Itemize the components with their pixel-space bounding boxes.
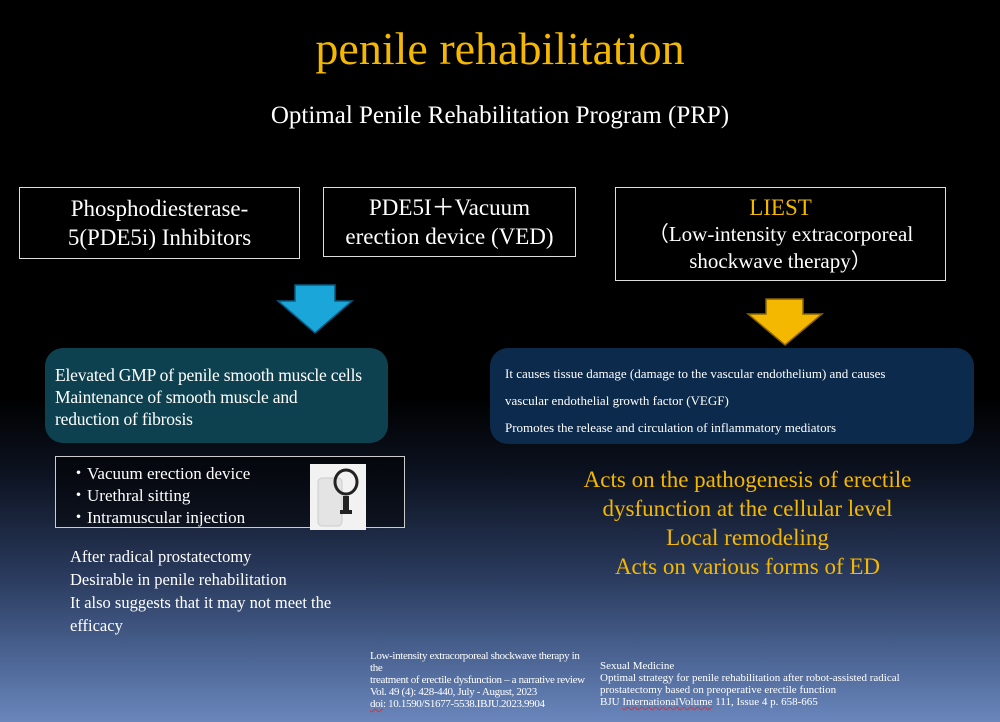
ref-part: InternationalVolume	[622, 696, 713, 708]
box-line: Phosphodiesterase-	[70, 196, 249, 221]
liest-actions: Acts on the pathogenesis of erectile dys…	[520, 465, 975, 581]
liest-name: LIEST	[749, 194, 812, 220]
ref-line: Optimal strategy for penile rehabilitati…	[600, 672, 900, 684]
pde5i-box: Phosphodiesterase- 5(PDE5i) Inhibitors	[19, 187, 300, 259]
panel-line: Maintenance of smooth muscle and	[55, 387, 298, 407]
panel-line: It causes tissue damage (damage to the v…	[505, 366, 886, 381]
arrow-down-icon	[745, 298, 825, 346]
arrow-down-icon	[275, 284, 355, 334]
pde5i-effects-panel: Elevated GMP of penile smooth muscle cel…	[45, 348, 388, 443]
reference-right: Sexual Medicine Optimal strategy for pen…	[600, 660, 990, 708]
liest-box: LIEST （Low-intensity extracorporeal shoc…	[615, 187, 946, 281]
box-line: 5(PDE5i) Inhibitors	[67, 225, 252, 250]
box-line: PDE5I＋Vacuum	[369, 195, 530, 220]
note-line: efficacy	[70, 616, 123, 635]
note-line: After radical prostatectomy	[70, 547, 252, 566]
doi-label: doi	[370, 698, 384, 710]
ref-line: Sexual Medicine	[600, 660, 675, 672]
box-line: （Low-intensity extracorporeal	[647, 221, 914, 246]
list-item: ・Intramuscular injection	[70, 508, 246, 527]
ref-line: Low-intensity extracorporeal shockwave t…	[370, 650, 580, 674]
note-line: Desirable in penile rehabilitation	[70, 570, 287, 589]
ref-line: BJU InternationalVolume 111, Issue 4 p. …	[600, 696, 990, 708]
ref-line: treatment of erectile dysfunction – a na…	[370, 674, 585, 686]
action-line: Acts on the pathogenesis of erectile	[583, 467, 912, 492]
slide-subtitle: Optimal Penile Rehabilitation Program (P…	[270, 102, 730, 129]
reference-left: Low-intensity extracorporeal shockwave t…	[370, 650, 592, 710]
vacuum-device-image	[310, 464, 366, 530]
ved-box: PDE5I＋Vacuum erection device (VED)	[323, 187, 576, 257]
ref-line: prostatectomy based on preoperative erec…	[600, 684, 837, 696]
slide-title: penile rehabilitation	[315, 23, 685, 74]
list-item: ・Urethral sitting	[70, 486, 191, 505]
ref-part: BJU	[600, 696, 623, 708]
action-line: Acts on various forms of ED	[614, 554, 881, 579]
panel-line: vascular endothelial growth factor (VEGF…	[505, 393, 729, 408]
pde5i-notes: After radical prostatectomy Desirable in…	[70, 545, 331, 637]
doi-value: : 10.1590/S1677-5538.IBJU.2023.9904	[383, 698, 545, 710]
note-line: It also suggests that it may not meet th…	[70, 593, 332, 612]
list-item: ・Vacuum erection device	[70, 464, 251, 483]
ref-part: 111, Issue 4 p. 658-665	[712, 696, 818, 708]
action-line: Local remodeling	[666, 525, 829, 550]
action-line: dysfunction at the cellular level	[602, 496, 893, 521]
panel-line: Promotes the release and circulation of …	[505, 420, 837, 435]
panel-line: reduction of fibrosis	[55, 409, 193, 429]
ref-line: doi: 10.1590/S1677-5538.IBJU.2023.9904	[370, 698, 592, 710]
box-line: erection device (VED)	[345, 224, 554, 249]
ref-line: Vol. 49 (4): 428-440, July - August, 202…	[370, 686, 537, 698]
box-line: shockwave therapy）	[689, 248, 872, 273]
panel-line: Elevated GMP of penile smooth muscle cel…	[55, 365, 362, 385]
liest-effects-panel: It causes tissue damage (damage to the v…	[490, 348, 974, 444]
